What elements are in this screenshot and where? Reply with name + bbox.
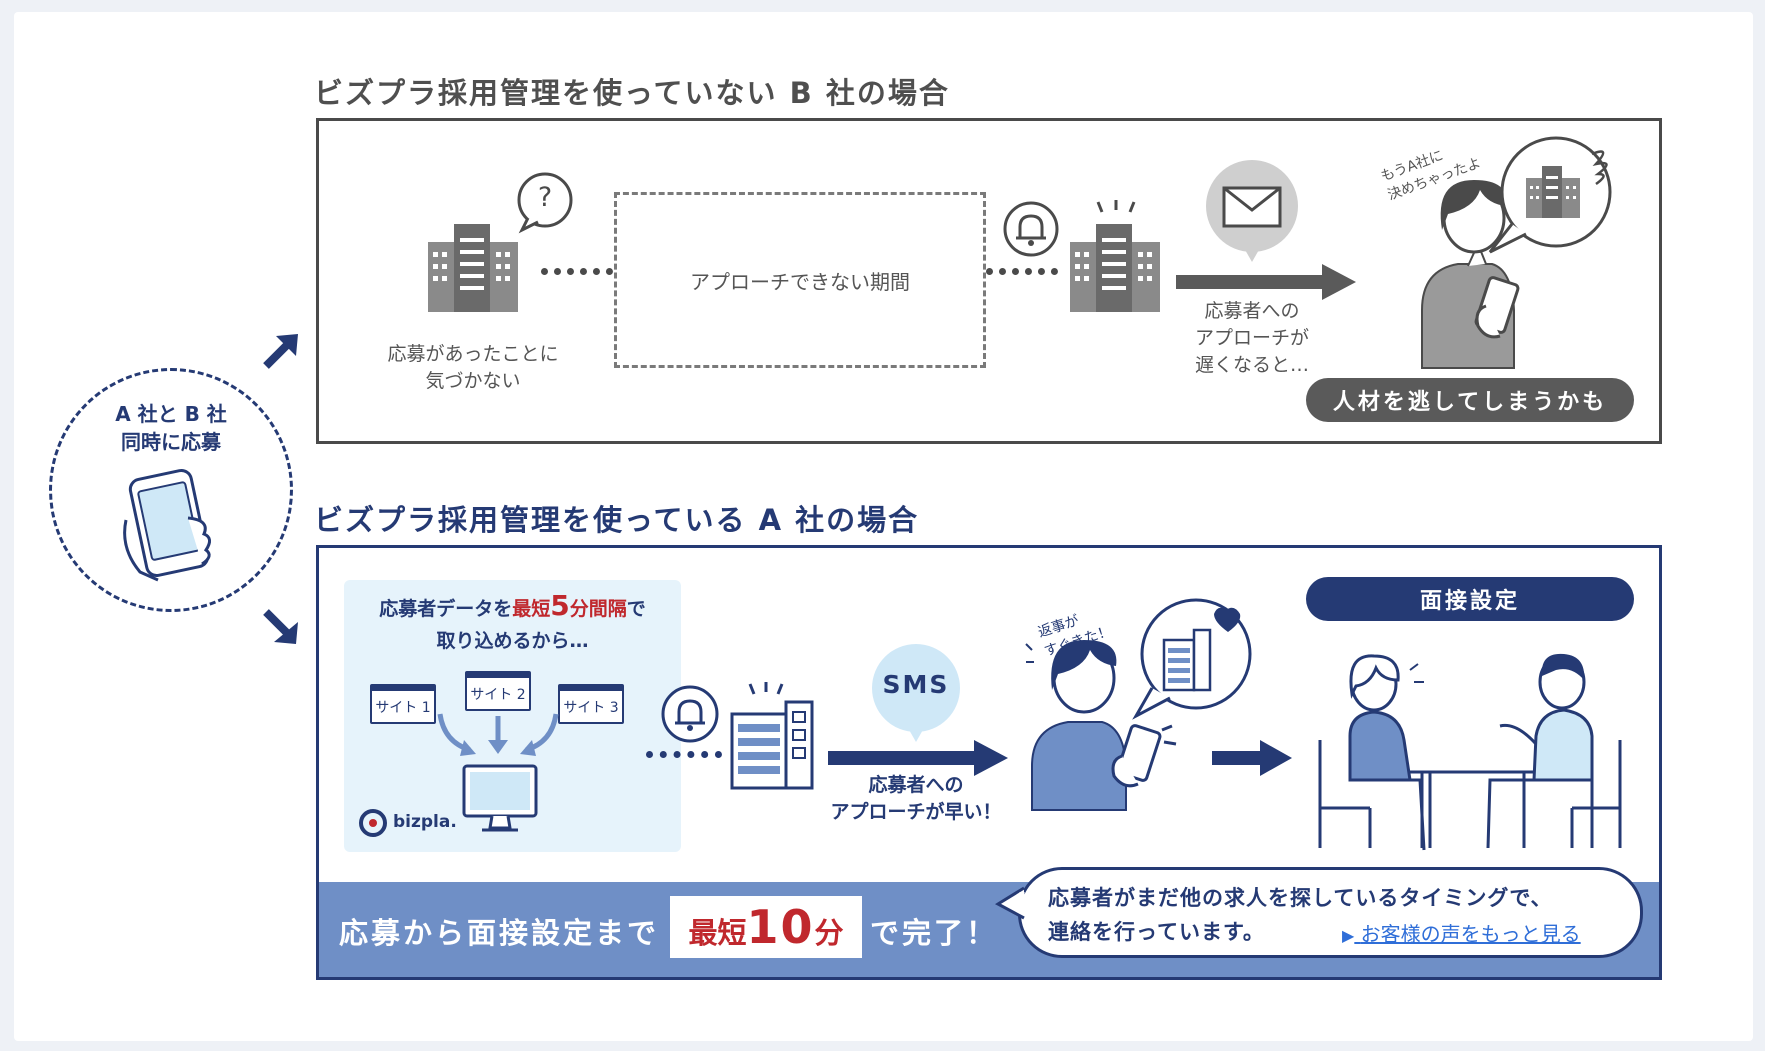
slow-approach-line3: 遅くなると… xyxy=(1194,354,1309,376)
dotted-connector xyxy=(986,268,1058,275)
import-interval: 分間隔 xyxy=(569,598,627,620)
simultaneous-apply-circle xyxy=(49,368,293,612)
bubble-line2: 連絡を行っています。 xyxy=(1048,920,1265,944)
bubble-line1: 応募者がまだ他の求人を探しているタイミングで、 xyxy=(1048,886,1553,910)
site-3-box: サイト 3 xyxy=(558,684,624,724)
unnoticed-line2: 気づかない xyxy=(425,370,521,392)
simultaneous-apply-line1: A 社と B 社 xyxy=(115,402,227,426)
question-mark: ? xyxy=(537,182,553,213)
bubble-tail xyxy=(994,886,1025,920)
band-suffix: で完了！ xyxy=(870,916,999,950)
import-number: 5 xyxy=(550,589,570,622)
dotted-connector xyxy=(541,268,613,275)
envelope-bubble-icon xyxy=(1206,160,1298,262)
fast-approach-arrow xyxy=(828,740,1008,776)
lose-talent-pill: 人材を逃してしまうかも xyxy=(1306,378,1634,422)
import-prefix: 応募者データを xyxy=(379,598,513,620)
dotted-connector xyxy=(646,751,722,758)
sms-label: SMS xyxy=(882,670,950,699)
arrow-right-icon xyxy=(1212,740,1292,776)
import-suffix: で xyxy=(626,598,646,620)
arrow-up-right-icon xyxy=(263,334,298,369)
slow-approach-label: 応募者への アプローチが 遅くなると… xyxy=(1164,298,1340,379)
import-caption-line2: 取り込めるから… xyxy=(436,630,589,652)
import-arrows-icon xyxy=(437,713,559,756)
fast-approach-line2: アプローチが早い！ xyxy=(830,801,1002,823)
simultaneous-apply-label: A 社と B 社 同時に応募 xyxy=(80,400,262,456)
applicant-reply-illustration xyxy=(1025,598,1252,811)
import-highlight: 最短 xyxy=(512,598,551,620)
arrow-down-right-icon xyxy=(263,609,298,644)
bell-icon xyxy=(661,685,719,743)
import-caption: 応募者データを最短5分間隔で 取り込めるから… xyxy=(344,590,681,657)
no-approach-period-label: アプローチできない期間 xyxy=(690,269,910,294)
slow-approach-line2: アプローチが xyxy=(1194,327,1309,349)
site-1-box: サイト 1 xyxy=(370,684,436,724)
no-approach-period-box: アプローチできない期間 xyxy=(614,192,986,368)
band-number: 10 xyxy=(746,900,815,954)
band-prefix: 応募から面接設定まで xyxy=(339,916,660,950)
import-caption-line1: 応募者データを最短5分間隔で xyxy=(344,590,681,625)
fast-approach-label: 応募者への アプローチが早い！ xyxy=(810,772,1022,826)
unnoticed-label: 応募があったことに 気づかない xyxy=(368,341,578,395)
applicant-lost-illustration xyxy=(1421,136,1612,369)
testimonial-bubble xyxy=(1018,867,1643,958)
question-bubble-icon xyxy=(517,172,573,234)
customer-voices-link-text[interactable]: お客様の声をもっと見る xyxy=(1360,922,1581,946)
site-2-box: サイト 2 xyxy=(465,671,531,711)
bizpla-logo-text: bizpla. xyxy=(393,812,457,832)
sms-bubble xyxy=(872,644,960,742)
slow-approach-line1: 応募者への xyxy=(1204,300,1300,322)
section-b-heading: ビズプラ採用管理を使っていない B 社の場合 xyxy=(314,76,950,110)
bell-icon xyxy=(1003,201,1059,257)
company-building-icon xyxy=(428,224,518,312)
band-unit: 分 xyxy=(814,916,844,950)
company-building-notified-icon xyxy=(730,682,814,790)
band-highlight: 最短 xyxy=(688,916,747,950)
smartphone-hand-icon xyxy=(123,468,211,582)
fast-approach-line1: 応募者への xyxy=(868,774,964,796)
interview-setting-pill: 面接設定 xyxy=(1306,577,1634,621)
bizpla-logo-icon xyxy=(359,809,387,837)
monitor-icon xyxy=(462,764,538,832)
interview-illustration xyxy=(1318,653,1622,851)
customer-voices-link[interactable]: ▶ お客様の声をもっと見る xyxy=(1342,918,1581,947)
company-building-notified-icon xyxy=(1070,200,1160,312)
slow-approach-arrow xyxy=(1176,264,1356,300)
section-a-heading: ビズプラ採用管理を使っている A 社の場合 xyxy=(314,503,920,537)
simultaneous-apply-line2: 同時に応募 xyxy=(121,430,221,454)
link-arrow-icon: ▶ xyxy=(1342,926,1355,945)
unnoticed-line1: 応募があったことに xyxy=(387,343,559,365)
